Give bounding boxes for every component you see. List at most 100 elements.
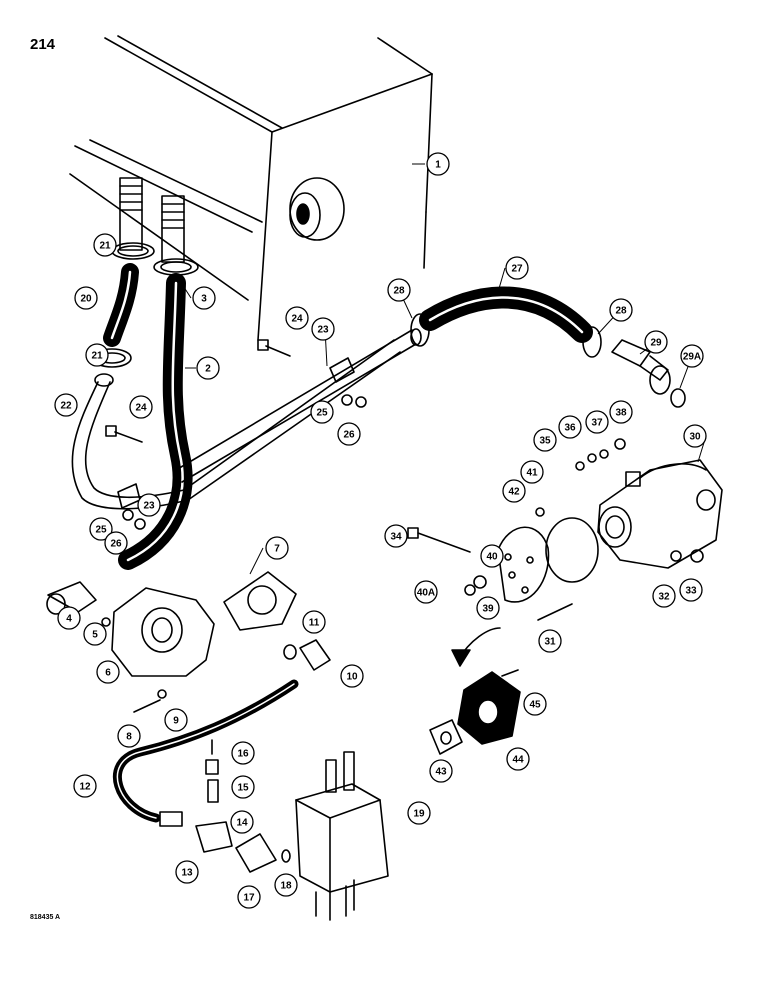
callout-20: 20 [74, 286, 98, 310]
callout-circle [476, 596, 500, 620]
callout-8: 8 [117, 724, 141, 748]
callout-label: 29 [650, 338, 662, 349]
pump-assembly-30 [407, 438, 723, 621]
callout-circle [104, 531, 128, 555]
callout-circle [426, 152, 450, 176]
elbow-4 [46, 581, 111, 627]
callout-16: 16 [231, 741, 255, 765]
callout-24: 24 [285, 306, 309, 330]
callout-label: 39 [482, 604, 494, 615]
callout-label: 38 [615, 408, 627, 419]
callout-label: 1 [435, 160, 441, 171]
callout-label: 23 [317, 325, 329, 336]
callout-circle [652, 584, 676, 608]
callout-40: 40 [480, 544, 504, 568]
callout-label: 28 [615, 306, 627, 317]
callout-circle [137, 493, 161, 517]
callout-label: 8 [126, 732, 132, 743]
callout-circle [680, 344, 704, 368]
callout-label: 40A [417, 588, 435, 599]
callout-7: 7 [265, 536, 289, 560]
callout-1: 1 [426, 152, 450, 176]
callout-3: 3 [192, 286, 216, 310]
callout-circle [192, 286, 216, 310]
callout-label: 16 [237, 749, 249, 760]
callout-label: 28 [393, 286, 405, 297]
callout-circle [54, 393, 78, 417]
tube-23 [117, 328, 422, 509]
callout-label: 21 [99, 241, 111, 252]
callout-circle [683, 424, 707, 448]
callout-circle [274, 873, 298, 897]
callout-circle [311, 317, 335, 341]
callout-21: 21 [93, 233, 117, 257]
control-valve-19 [295, 751, 389, 921]
callout-40a: 40A [414, 580, 438, 604]
callout-label: 6 [105, 668, 111, 679]
callout-31: 31 [538, 629, 562, 653]
callout-label: 20 [80, 294, 92, 305]
callout-circle [480, 544, 504, 568]
callout-23: 23 [311, 317, 335, 341]
callout-circle [83, 622, 107, 646]
callout-label: 32 [658, 592, 670, 603]
callout-circle [609, 298, 633, 322]
callout-4: 4 [57, 606, 81, 630]
callout-label: 40 [486, 552, 498, 563]
callout-13: 13 [175, 860, 199, 884]
fitting-29 [611, 339, 686, 408]
callout-23: 23 [137, 493, 161, 517]
callout-circle [679, 578, 703, 602]
figure-code: 818435 A [30, 914, 61, 921]
callout-label: 29A [683, 352, 701, 363]
callout-6: 6 [96, 660, 120, 684]
coupling-assembly [429, 627, 521, 755]
callout-circle [57, 606, 81, 630]
callout-label: 42 [508, 487, 520, 498]
callout-label: 25 [316, 408, 328, 419]
callout-44: 44 [506, 747, 530, 771]
hydraulic-tank [69, 35, 433, 341]
callout-32: 32 [652, 584, 676, 608]
callout-circle [85, 343, 109, 367]
callout-21: 21 [85, 343, 109, 367]
callout-circle [429, 759, 453, 783]
callout-label: 17 [243, 893, 255, 904]
callout-45: 45 [523, 692, 547, 716]
callout-label: 33 [685, 586, 697, 597]
callout-label: 26 [343, 430, 355, 441]
callout-label: 12 [79, 782, 91, 793]
callout-circle [96, 660, 120, 684]
callout-25: 25 [89, 517, 113, 541]
callout-26: 26 [104, 531, 128, 555]
callout-37: 37 [585, 410, 609, 434]
callout-28: 28 [609, 298, 633, 322]
callout-17: 17 [237, 885, 261, 909]
callout-22: 22 [54, 393, 78, 417]
callout-label: 44 [512, 755, 524, 766]
callout-30: 30 [683, 424, 707, 448]
callout-33: 33 [679, 578, 703, 602]
callout-label: 37 [591, 418, 603, 429]
callout-label: 43 [435, 767, 447, 778]
tank-outlet-fittings [119, 177, 185, 263]
callout-circle [520, 460, 544, 484]
callout-35: 35 [533, 428, 557, 452]
callout-circle [387, 278, 411, 302]
callout-label: 25 [95, 525, 107, 536]
callout-14: 14 [230, 810, 254, 834]
callout-34: 34 [384, 524, 408, 548]
callout-circle [644, 330, 668, 354]
callout-label: 15 [237, 783, 249, 794]
callout-label: 27 [511, 264, 523, 275]
callout-circle [310, 400, 334, 424]
callout-9: 9 [164, 708, 188, 732]
callout-label: 10 [346, 672, 358, 683]
callout-group: 1234567891011121314151617181920212122232… [54, 152, 707, 909]
callout-circle [164, 708, 188, 732]
callout-circle [340, 664, 364, 688]
callout-circle [585, 410, 609, 434]
callout-label: 45 [529, 700, 541, 711]
callout-10: 10 [340, 664, 364, 688]
callout-label: 4 [66, 614, 72, 625]
